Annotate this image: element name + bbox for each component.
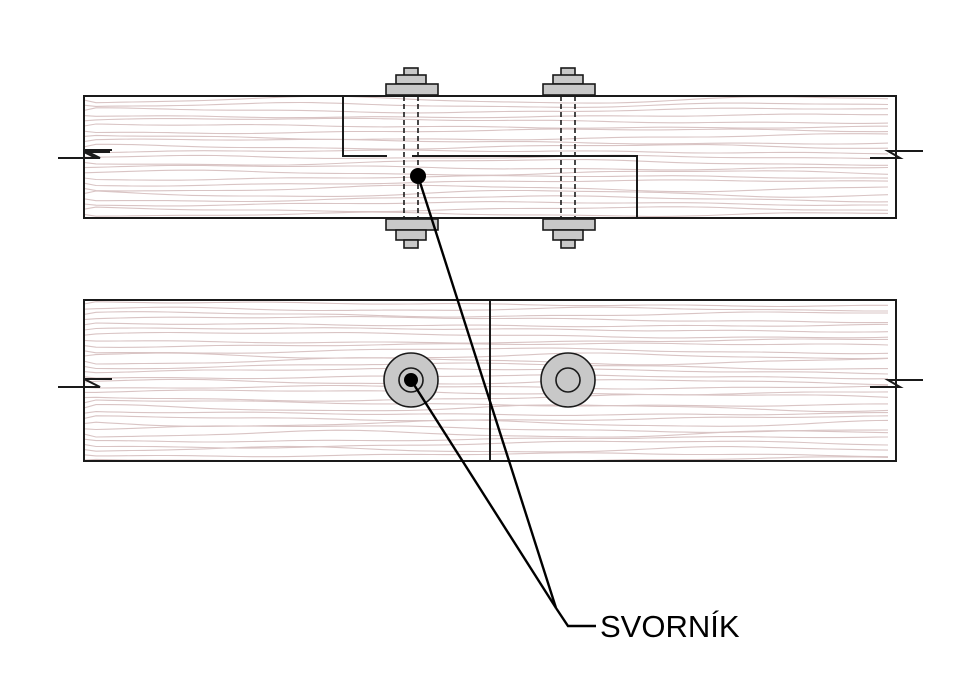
wood-grain-line <box>84 195 889 203</box>
bolt-2-plan <box>540 352 596 408</box>
wood-grain-line <box>84 378 889 386</box>
wood-grain-line <box>84 113 888 119</box>
bottom-left-break-mask <box>50 299 83 463</box>
wood-grain-line <box>84 322 889 328</box>
top-plan-view <box>50 299 923 463</box>
wood-grain-line <box>84 347 889 355</box>
wood-grain-line <box>84 399 888 407</box>
bottom-beam-wood-grain <box>84 301 889 461</box>
wood-grain-line <box>84 189 889 198</box>
top-left-break-line-visible <box>58 149 112 159</box>
wood-grain-line <box>84 331 889 339</box>
wood-grain-line <box>84 362 888 370</box>
bottom-left-break-line <box>58 378 112 388</box>
wood-grain-line <box>84 159 888 166</box>
bolt-1-top-washer-nut <box>395 74 427 85</box>
leader-line-to-side-bolt <box>416 175 558 609</box>
bolt-2-bottom-nut <box>560 239 576 249</box>
wood-grain-line <box>84 211 889 217</box>
bolt-2-top-washer <box>542 83 596 96</box>
wood-grain-line <box>84 123 888 129</box>
wood-grain-line <box>84 389 889 396</box>
bolt-2-side <box>542 67 596 249</box>
wood-grain-line <box>84 425 889 433</box>
wood-grain-line <box>84 301 888 308</box>
wood-grain-line <box>84 338 888 344</box>
wood-grain-line <box>84 357 889 366</box>
wood-grain-line <box>84 411 888 416</box>
wood-grain-line <box>84 184 889 193</box>
bolt-1-bottom-washer-nut <box>395 229 427 241</box>
wood-grain-line <box>84 128 889 135</box>
bolt-2-top-washer-nut <box>552 74 584 85</box>
wood-grain-line <box>84 394 889 402</box>
bottom-right-break-line <box>870 379 923 388</box>
wood-grain-line <box>84 107 889 114</box>
bolt-1-top-washer <box>385 83 439 96</box>
bolt-2-bottom-washer-nut <box>552 229 584 241</box>
wood-grain-line <box>84 138 889 145</box>
wood-grain-line <box>84 429 889 438</box>
wood-grain-line <box>84 367 889 375</box>
wood-grain-line <box>84 436 889 443</box>
wood-grain-line <box>84 101 889 108</box>
bolt-2-head-plan <box>555 367 581 393</box>
wood-grain-line <box>84 154 889 160</box>
bolt-2-bottom-washer <box>542 218 596 231</box>
wood-grain-line <box>84 175 889 181</box>
bolt-1-bottom-washer <box>385 218 439 231</box>
wood-grain-line <box>84 404 889 413</box>
wood-grain-line <box>84 374 889 380</box>
bolt-1-bottom-nut <box>403 239 419 249</box>
wood-grain-line <box>84 149 889 155</box>
wood-grain-line <box>84 117 889 124</box>
wood-grain-line <box>84 164 889 171</box>
wood-grain-line <box>84 316 889 324</box>
wood-grain-line <box>84 452 889 458</box>
callout: SVORNÍK <box>409 175 740 644</box>
wood-grain-line <box>84 352 889 360</box>
leader-line-horizontal <box>555 607 596 628</box>
wood-grain-line <box>84 201 888 207</box>
wood-grain-line <box>84 179 889 187</box>
side-elevation-view <box>50 67 923 249</box>
bolt-1-side <box>385 67 439 249</box>
wood-grain-line <box>84 440 889 449</box>
wood-grain-line <box>84 133 889 141</box>
wood-grain-line <box>84 306 888 312</box>
callout-label-svornik: SVORNÍK <box>600 609 740 644</box>
leader-line-to-plan-bolt <box>409 379 558 609</box>
wood-grain-line <box>84 143 889 150</box>
wood-grain-line <box>84 206 889 213</box>
wood-grain-line <box>84 327 889 333</box>
lap-joint-outline <box>342 96 638 218</box>
wood-grain-line <box>84 342 889 348</box>
top-right-break-line <box>870 150 923 159</box>
wood-grain-line <box>84 311 888 318</box>
wood-grain-line <box>84 445 889 453</box>
